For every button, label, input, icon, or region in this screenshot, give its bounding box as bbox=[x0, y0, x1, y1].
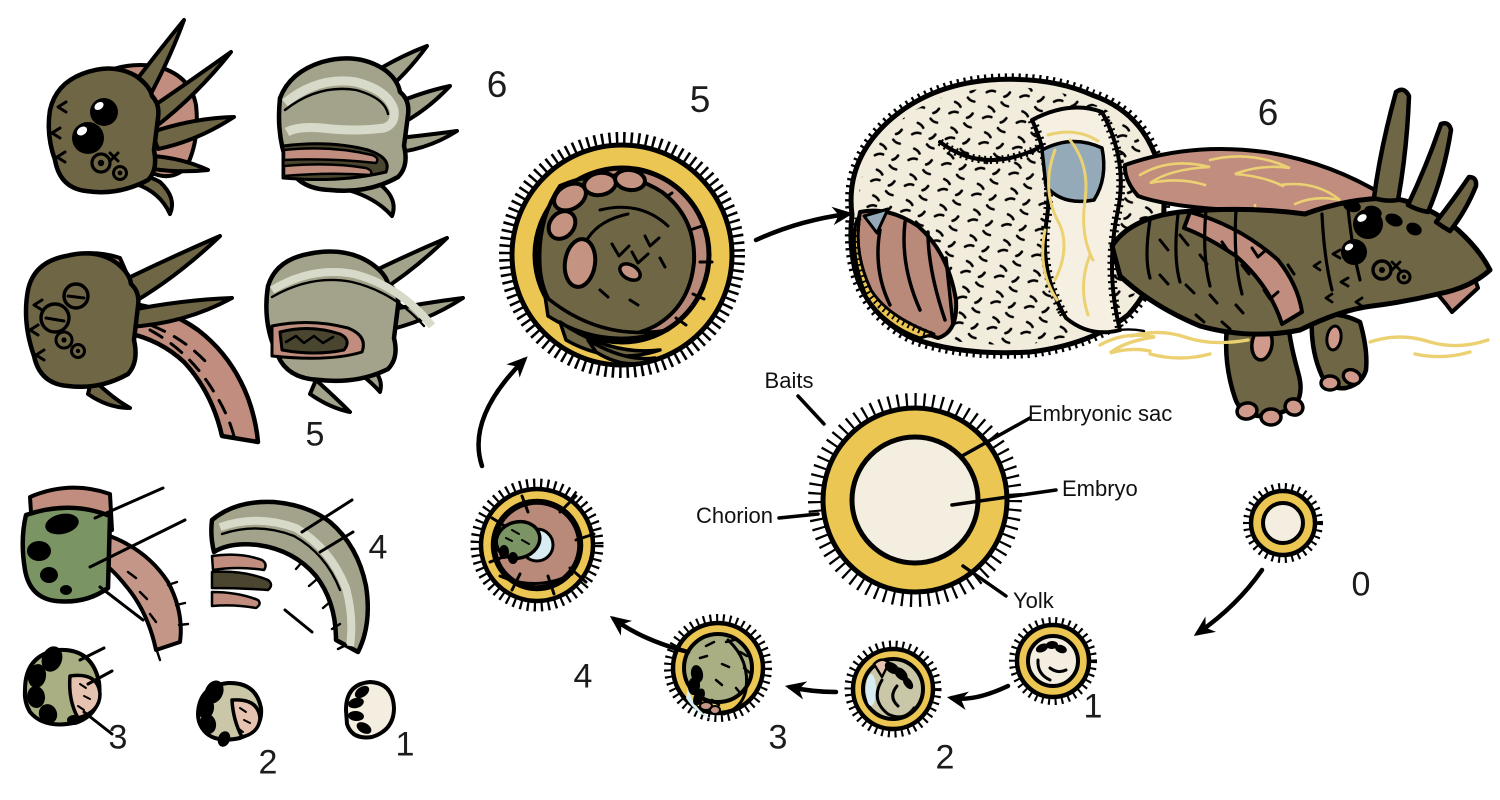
stage-number-anatomy-5: 5 bbox=[305, 415, 325, 454]
cycle-arrows bbox=[476, 206, 1265, 710]
stage-number-egg-4: 4 bbox=[573, 657, 593, 696]
stage-number-anatomy-4: 4 bbox=[368, 528, 388, 567]
stage-number-anatomy-6: 6 bbox=[486, 64, 508, 105]
hatchling-horns bbox=[1371, 87, 1479, 234]
label-yolk: Yolk bbox=[1013, 588, 1054, 613]
arrow-3-to-4 bbox=[609, 615, 691, 655]
stage5-head-drawing bbox=[23, 234, 261, 445]
label-baits: Baits bbox=[764, 368, 814, 393]
shell-tear-left bbox=[852, 207, 959, 340]
egg-stage-5 bbox=[499, 132, 745, 378]
stage-number-egg-3: 3 bbox=[768, 718, 788, 757]
stage-number-egg-0: 0 bbox=[1351, 565, 1371, 604]
silk-strands-in-tear bbox=[1041, 130, 1100, 317]
stage-number-egg-1: 1 bbox=[1083, 687, 1103, 726]
stage3-head-drawing bbox=[22, 646, 114, 736]
stage2-head-drawing bbox=[196, 680, 264, 747]
stage5-sheath-drawing bbox=[264, 236, 465, 414]
egg-anatomy-diagram bbox=[777, 393, 1058, 607]
egg-diagram-leader-lines bbox=[777, 394, 1058, 598]
label-embryo: Embryo bbox=[1062, 476, 1138, 501]
stage4-head-drawing bbox=[20, 485, 190, 662]
stage4-pointer-lines bbox=[88, 486, 187, 622]
stage6-head-drawing bbox=[46, 18, 236, 216]
hatching-egg-scene bbox=[844, 73, 1493, 427]
stage-number-egg-2: 2 bbox=[935, 738, 955, 777]
stage-number-anatomy-3: 3 bbox=[108, 718, 128, 757]
body-segment-lines bbox=[1145, 206, 1362, 296]
stage-number-hatch-6: 6 bbox=[1257, 92, 1279, 133]
stage6-sheath-drawing bbox=[276, 44, 459, 218]
stage-number-egg-5: 5 bbox=[689, 79, 711, 120]
arrow-4-to-5 bbox=[476, 356, 528, 469]
stage4-sheath-pointer-lines bbox=[283, 498, 355, 634]
stage5-closed-eyes bbox=[39, 282, 90, 359]
egg-stage-0 bbox=[1243, 483, 1323, 563]
stage6-eyes bbox=[72, 98, 128, 181]
arrow-2-to-3 bbox=[784, 681, 839, 700]
egg-stage-4 bbox=[470, 478, 604, 612]
embryo-circle bbox=[849, 434, 981, 566]
hatchling-back-band bbox=[1122, 147, 1480, 314]
egg-stage-3 bbox=[664, 614, 772, 722]
stage1-head-drawing bbox=[344, 680, 396, 740]
egg-stage-1 bbox=[1009, 617, 1097, 705]
label-embryonic-sac: Embryonic sac bbox=[1028, 401, 1173, 426]
arrow-1-to-2 bbox=[946, 683, 1011, 710]
egg-stage-2 bbox=[844, 640, 942, 738]
label-chorion: Chorion bbox=[695, 503, 773, 528]
arrow-0-to-1 bbox=[1193, 567, 1265, 636]
hatchling-creature bbox=[1109, 87, 1493, 427]
stage4-sheath-drawing bbox=[209, 498, 371, 655]
arrow-5-to-6 bbox=[753, 206, 854, 243]
shell-tear-right bbox=[1027, 105, 1126, 335]
stage-number-anatomy-2: 2 bbox=[258, 743, 278, 782]
silk-on-ground bbox=[1098, 330, 1490, 360]
body-spike-texture bbox=[1158, 233, 1296, 331]
hatchling-eyes bbox=[1341, 209, 1412, 285]
stage-number-anatomy-1: 1 bbox=[395, 725, 415, 764]
